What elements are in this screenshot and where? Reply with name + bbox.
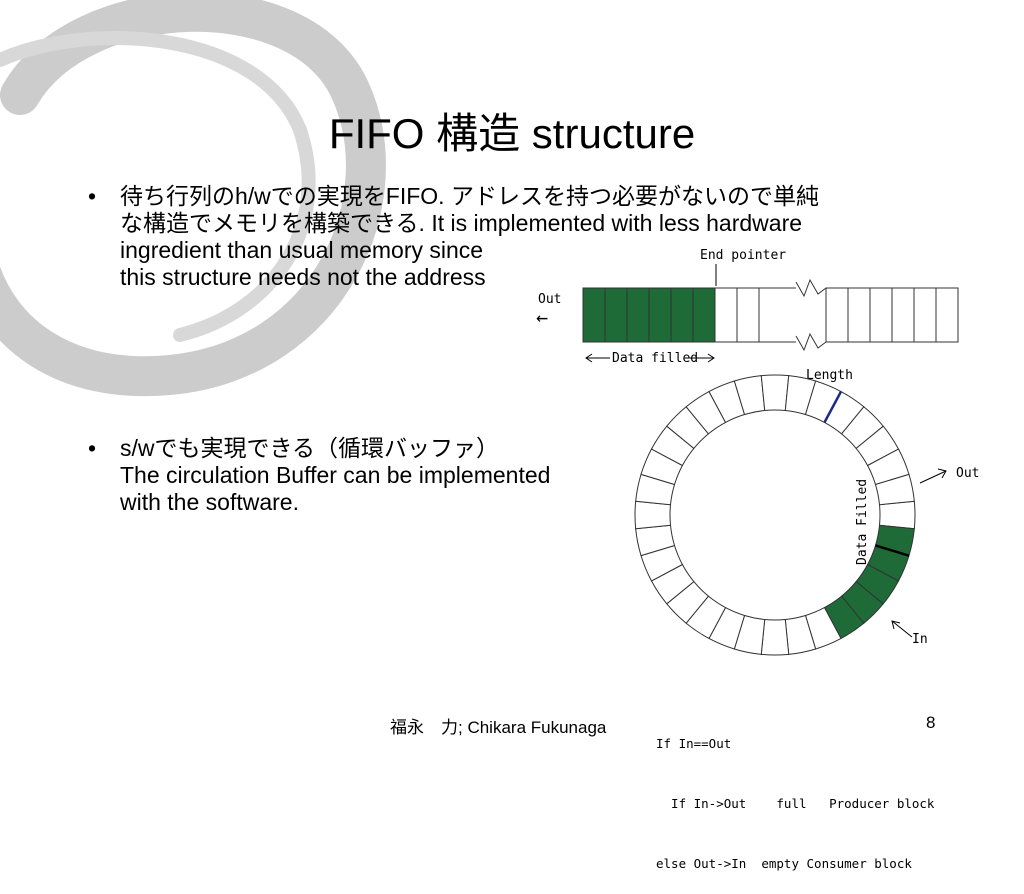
ring-segment-empty [634,500,672,530]
bullet-text: s/wでも実現できる（循環バッファ） The circulation Buffe… [120,435,550,516]
ring-segment-empty [878,500,916,530]
out-arrow-icon: ← [536,305,548,329]
ring-out-arrowhead [937,468,947,479]
decorative-ring [0,0,386,397]
logic-note: If In==Out If In->Out full Producer bloc… [656,694,934,894]
ring-segments [634,374,916,656]
logic-note-line: If In==Out [656,736,732,751]
bullet-dot: • [88,183,97,209]
out-label: Out [538,292,561,307]
bullet-text: 待ち行列のh/wでの実現をFIFO. アドレスを持つ必要がないので単純 な構造で… [120,183,819,291]
logic-note-line: If In->Out full Producer block [656,796,935,811]
bullet-line: The circulation Buffer can be implemente… [120,462,551,488]
bullet-dot: • [88,435,97,461]
ring-in-arrow [891,620,913,638]
bullet-line: な構造でメモリを構築できる. It is implemented with le… [120,210,803,236]
bullet-line: ingredient than usual memory since [120,237,484,263]
fifo-cell-empty [736,287,760,343]
data-filled-label: Data filled [612,351,698,366]
fifo-cell-empty [825,287,849,343]
fifo-cell-empty [714,287,738,343]
fifo-cell-empty [869,287,893,343]
logic-note-line: else Out->In empty Consumer block [656,856,912,871]
slide-title: FIFO 構造 structure [328,110,696,157]
ring-buffer-diagram: Length Out In Data Filled [634,368,979,656]
bullet-line: 待ち行列のh/wでの実現をFIFO. アドレスを持つ必要がないので単純 [120,183,819,209]
length-label: Length [806,368,853,383]
ring-in-arrowhead [891,620,901,630]
linear-fifo-diagram: End pointer Out ← In ← Data filled [536,248,959,366]
fifo-cell-filled [582,287,606,343]
bullet-line: this structure needs not the address [120,264,486,290]
fifo-cells [582,278,959,352]
fifo-cell-filled [626,287,650,343]
ring-segment-empty [760,374,790,412]
decorative-ring-inner [0,31,316,342]
fifo-cell-filled [648,287,672,343]
decorative-ring-outer [0,0,386,397]
fifo-cell-empty [891,287,915,343]
ring-segment-empty [760,618,790,656]
fifo-cell-filled [670,287,694,343]
ring-pointer-marker [875,544,910,557]
ring-segment-empty [874,473,915,506]
fifo-cell-filled [604,287,628,343]
data-filled-arrowhead-left [585,353,593,363]
bullet-line: s/wでも実現できる（循環バッファ） [120,435,500,461]
ring-length-marker [823,390,843,423]
ring-data-filled-label: Data Filled [855,479,870,565]
bullet-line: with the software. [120,489,299,515]
fifo-cell-empty [913,287,937,343]
footer-author: 福永 力; Chikara Fukunaga [390,718,607,737]
fifo-cell-empty [935,287,959,343]
fifo-cell-filled [692,287,716,343]
ring-in-label: In [912,632,928,647]
data-filled-arrowhead-right [707,353,715,363]
ring-out-label: Out [956,466,979,481]
fifo-cell-empty [847,287,871,343]
end-pointer-label: End pointer [700,248,786,263]
page-number: 8 [926,713,936,732]
fifo-break-bottom [795,332,827,352]
ring-out-arrow [919,470,947,484]
fifo-break-top [795,278,827,298]
